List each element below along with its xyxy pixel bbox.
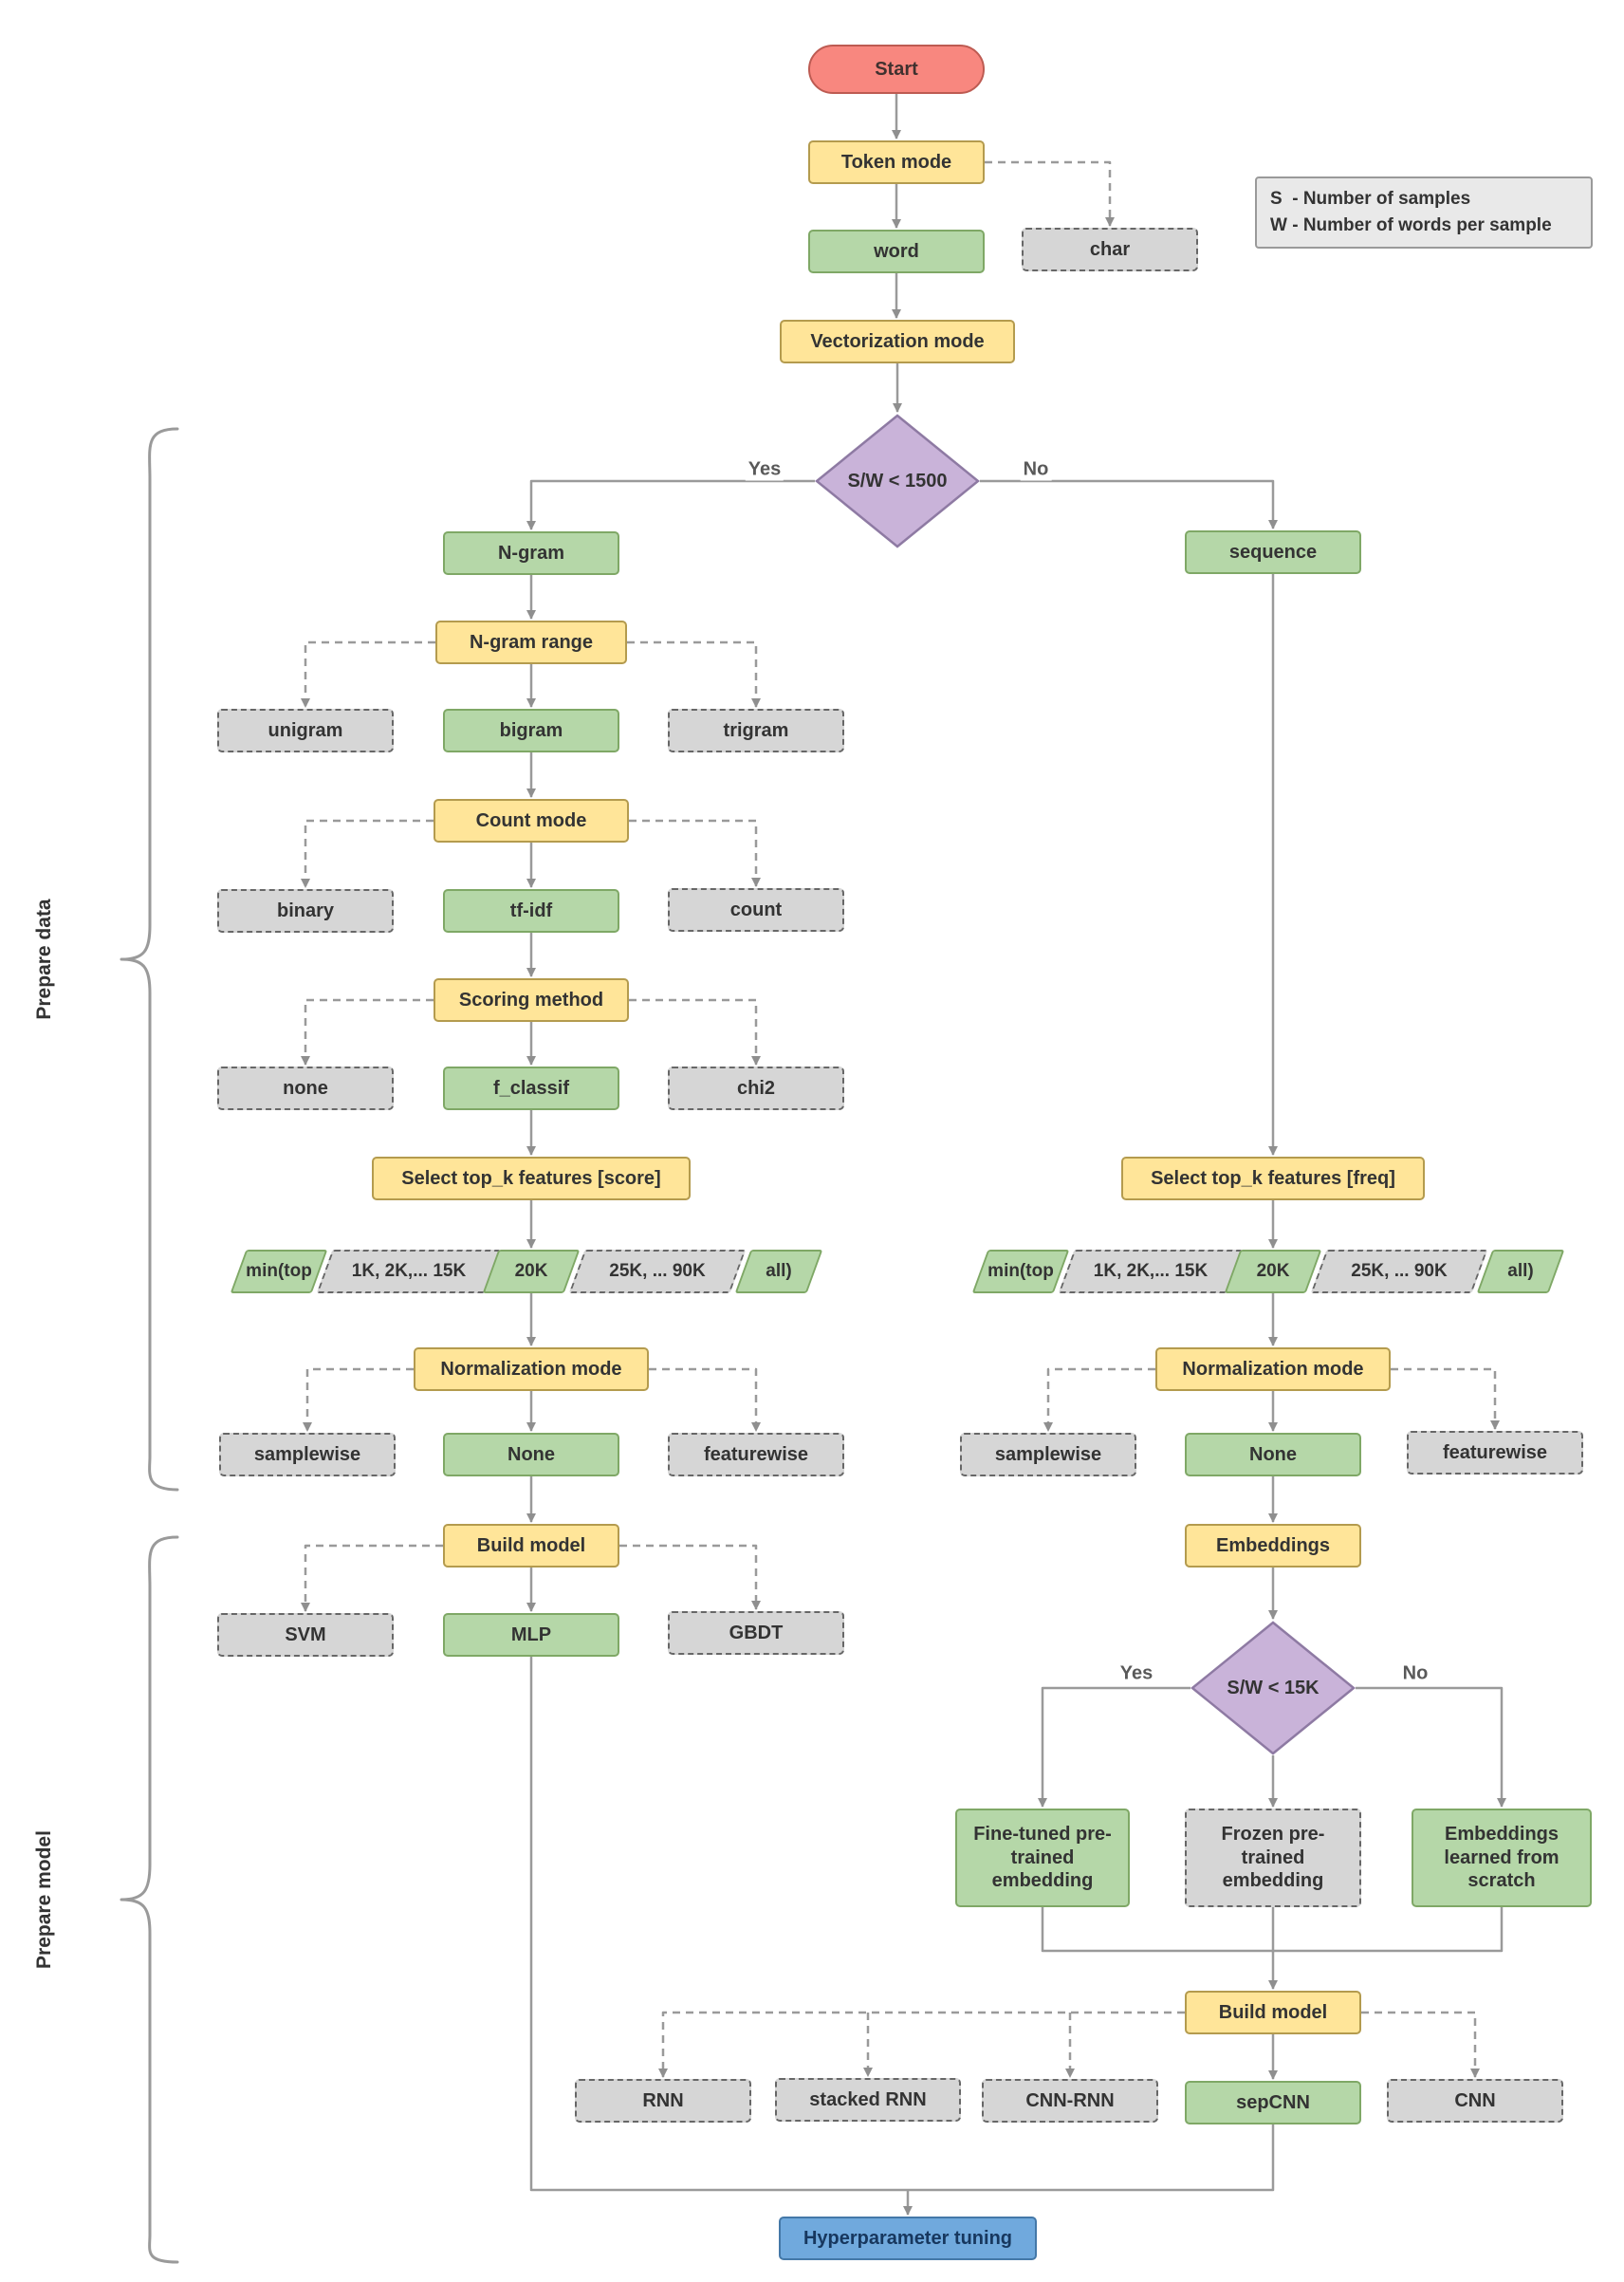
legend-line-samples: S - Number of samples <box>1270 189 1471 209</box>
node-f-classif: f_classif <box>443 1067 619 1110</box>
pgram-1k-15k-right: 1K, 2K,... 15K <box>1058 1250 1244 1293</box>
section-label-prepare-data: Prepare data <box>33 899 55 1020</box>
edge-label-no-2: No <box>1399 1662 1431 1685</box>
decision-sw-1500: S/W < 1500 <box>815 414 980 548</box>
prepare-data-brace <box>120 427 179 1492</box>
pgram-20k-left: 20K <box>482 1250 581 1293</box>
node-embeddings-from-scratch: Embeddings learned from scratch <box>1412 1809 1592 1907</box>
node-ngram-range: N-gram range <box>435 621 627 664</box>
prepare-model-brace <box>120 1535 179 2264</box>
node-sepcnn: sepCNN <box>1185 2081 1361 2124</box>
node-featurewise-left: featurewise <box>668 1433 844 1476</box>
node-count: count <box>668 888 844 932</box>
pgram-1k-15k-left: 1K, 2K,... 15K <box>316 1250 502 1293</box>
pgram-min-top-right: min(top <box>971 1250 1070 1293</box>
node-scoring-method: Scoring method <box>434 978 629 1022</box>
node-sequence: sequence <box>1185 530 1361 574</box>
node-rnn: RNN <box>575 2079 751 2123</box>
pgram-all-left: all) <box>734 1250 823 1293</box>
node-count-mode: Count mode <box>434 799 629 843</box>
section-label-prepare-model: Prepare model <box>33 1830 55 1969</box>
node-char: char <box>1022 228 1198 271</box>
node-hyperparameter-tuning: Hyperparameter tuning <box>779 2217 1037 2260</box>
node-tfidf: tf-idf <box>443 889 619 933</box>
node-unigram: unigram <box>217 709 394 752</box>
pgram-all-right: all) <box>1476 1250 1565 1293</box>
node-vectorization-mode: Vectorization mode <box>780 320 1015 363</box>
node-embeddings: Embeddings <box>1185 1524 1361 1568</box>
node-select-topk-score: Select top_k features [score] <box>372 1157 691 1200</box>
node-cnn-rnn: CNN-RNN <box>982 2079 1158 2123</box>
node-token-mode: Token mode <box>808 140 985 184</box>
node-gbdt: GBDT <box>668 1611 844 1655</box>
node-build-model-left: Build model <box>443 1524 619 1568</box>
pgram-25k-90k-right: 25K, ... 90K <box>1310 1250 1488 1293</box>
edge-label-yes-1: Yes <box>745 458 784 481</box>
edge-label-no-1: No <box>1020 458 1052 481</box>
node-select-topk-freq: Select top_k features [freq] <box>1121 1157 1425 1200</box>
edge-label-yes-2: Yes <box>1116 1662 1156 1685</box>
node-cnn: CNN <box>1387 2079 1563 2123</box>
legend-line-words: W - Number of words per sample <box>1270 215 1552 235</box>
pgram-min-top-left: min(top <box>230 1250 328 1293</box>
node-fine-tuned-embedding: Fine-tuned pre-trained embedding <box>955 1809 1130 1907</box>
node-normalization-mode-right: Normalization mode <box>1155 1347 1391 1391</box>
node-word: word <box>808 230 985 273</box>
decision-sw-15k: S/W < 15K <box>1190 1621 1356 1755</box>
node-trigram: trigram <box>668 709 844 752</box>
node-none-norm-right: None <box>1185 1433 1361 1476</box>
node-none-norm-left: None <box>443 1433 619 1476</box>
node-none-score: none <box>217 1067 394 1110</box>
node-build-model-right: Build model <box>1185 1991 1361 2034</box>
node-start: Start <box>808 45 985 94</box>
legend-box: S - Number of samples W - Number of word… <box>1255 176 1593 249</box>
node-frozen-embedding: Frozen pre-trained embedding <box>1185 1809 1361 1907</box>
pgram-25k-90k-left: 25K, ... 90K <box>568 1250 747 1293</box>
node-samplewise-right: samplewise <box>960 1433 1136 1476</box>
node-normalization-mode-left: Normalization mode <box>414 1347 649 1391</box>
node-ngram: N-gram <box>443 531 619 575</box>
decision-sw-1500-label: S/W < 1500 <box>847 470 948 492</box>
node-stacked-rnn: stacked RNN <box>775 2078 961 2122</box>
diamond-shape <box>815 414 980 548</box>
node-chi2: chi2 <box>668 1067 844 1110</box>
node-samplewise-left: samplewise <box>219 1433 396 1476</box>
pgram-20k-right: 20K <box>1224 1250 1322 1293</box>
decision-sw-15k-label: S/W < 15K <box>1227 1677 1320 1698</box>
node-svm: SVM <box>217 1613 394 1657</box>
node-bigram: bigram <box>443 709 619 752</box>
diamond-shape <box>1190 1621 1356 1755</box>
node-binary: binary <box>217 889 394 933</box>
node-featurewise-right: featurewise <box>1407 1431 1583 1475</box>
node-mlp: MLP <box>443 1613 619 1657</box>
